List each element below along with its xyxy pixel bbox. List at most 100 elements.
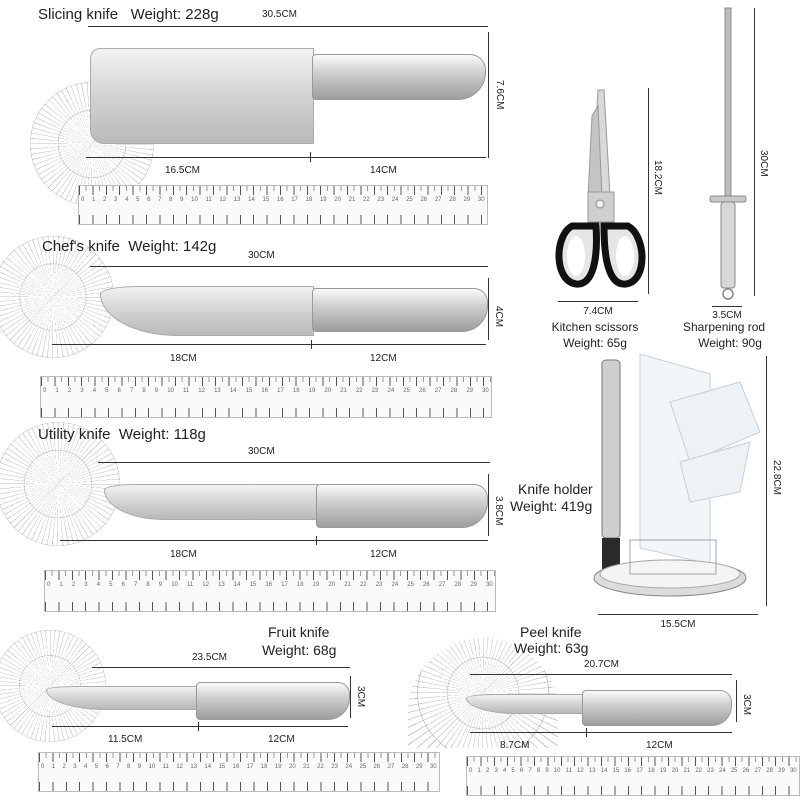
ruler-number: 17 xyxy=(277,388,284,394)
ruler-number: 6 xyxy=(121,582,125,588)
ruler-number: 6 xyxy=(519,768,524,774)
peel-knife-handle: 12CM xyxy=(646,740,673,751)
ruler-number: 27 xyxy=(434,388,442,394)
ruler-number: 22 xyxy=(355,388,363,394)
ruler-number: 11 xyxy=(182,388,190,394)
utility-knife-weight: Weight: 118g xyxy=(118,426,206,443)
ruler-number: 22 xyxy=(695,768,703,774)
slicing-knife-blade: 16.5CM xyxy=(165,165,201,176)
ruler-number: 1 xyxy=(92,197,96,203)
ruler-number: 29 xyxy=(415,764,423,770)
scissors-weight: Weight: 65g xyxy=(563,336,627,350)
utility-knife-handle-image xyxy=(316,484,488,528)
ruler-number: 28 xyxy=(401,764,409,770)
ruler-number: 4 xyxy=(125,197,129,203)
ruler-number: 9 xyxy=(137,764,142,770)
fruit-knife-length-line xyxy=(92,667,350,668)
scissors-height-line xyxy=(648,88,649,294)
ruler-number: 17 xyxy=(246,764,254,770)
ruler-number: 11 xyxy=(186,582,194,588)
ruler-number: 0 xyxy=(469,768,473,774)
ruler-number: 10 xyxy=(167,388,174,394)
slicing-knife-divider xyxy=(310,152,311,162)
holder-width: 15.5CM xyxy=(660,619,696,630)
ruler-number: 25 xyxy=(406,197,413,203)
chefs-knife-blade: 18CM xyxy=(170,353,197,364)
ruler-number: 18 xyxy=(296,582,304,588)
ruler-number: 21 xyxy=(683,768,691,774)
sharpening-rod-image xyxy=(709,7,747,300)
ruler-number: 20 xyxy=(324,388,332,394)
ruler-number: 16 xyxy=(265,582,273,588)
ruler-number: 28 xyxy=(454,582,462,588)
slicing-knife-handle: 14CM xyxy=(370,165,397,176)
chefs-knife-parts-line xyxy=(52,344,486,345)
ruler-number: 9 xyxy=(158,582,163,588)
fruit-knife-handle-image xyxy=(196,682,350,720)
fruit-knife-blade-image xyxy=(46,686,198,710)
ruler-number: 19 xyxy=(659,768,667,774)
ruler-number: 14 xyxy=(229,388,237,394)
ruler-number: 24 xyxy=(387,388,395,394)
ruler-number: 28 xyxy=(449,197,456,203)
utility-knife-height-line xyxy=(488,474,489,536)
ruler-number: 8 xyxy=(536,768,541,774)
fruit-knife-divider xyxy=(198,722,199,731)
ruler-number: 23 xyxy=(331,764,338,770)
chefs-knife-length-line xyxy=(90,266,488,267)
ruler-number: 5 xyxy=(94,764,99,770)
rod-weight: Weight: 90g xyxy=(698,336,762,350)
ruler-number: 8 xyxy=(127,764,131,770)
ruler-number: 9 xyxy=(545,768,549,774)
utility-knife-name: Utility knife xyxy=(38,426,111,443)
ruler-number: 20 xyxy=(288,764,296,770)
ruler-number: 7 xyxy=(116,764,120,770)
slicing-knife-height: 7.6CM xyxy=(494,80,505,110)
ruler-number: 7 xyxy=(129,388,134,394)
ruler-number: 8 xyxy=(146,582,150,588)
ruler-number: 30 xyxy=(482,388,489,394)
ruler-number: 20 xyxy=(334,197,341,203)
ruler-number: 6 xyxy=(147,197,151,203)
ruler-number: 9 xyxy=(180,197,184,203)
fruit-knife-height: 3CM xyxy=(355,686,366,708)
ruler-number: 4 xyxy=(96,582,101,588)
chefs-knife-blade-image xyxy=(100,286,314,336)
ruler-number: 30 xyxy=(477,197,485,203)
chefs-knife-height-line xyxy=(488,278,489,340)
knife-holder-image xyxy=(593,353,761,597)
protractor-image xyxy=(0,236,114,358)
rod-height: 30CM xyxy=(758,150,769,177)
peel-knife-blade: 8.7CM xyxy=(500,740,530,751)
ruler-number: 17 xyxy=(281,582,288,588)
peel-knife-divider xyxy=(586,728,587,737)
ruler-number: 5 xyxy=(136,197,140,203)
chefs-knife-divider xyxy=(311,340,312,349)
slicing-knife-length-line xyxy=(88,26,488,27)
ruler-number: 19 xyxy=(319,197,327,203)
ruler-number: 3 xyxy=(114,197,118,203)
utility-knife-parts-line xyxy=(60,540,488,541)
fruit-knife-handle: 12CM xyxy=(268,734,295,745)
ruler-number: 12 xyxy=(176,764,183,770)
ruler-number: 25 xyxy=(403,388,410,394)
ruler-number: 18 xyxy=(260,764,268,770)
ruler-number: 14 xyxy=(233,582,241,588)
ruler-number: 30 xyxy=(486,582,493,588)
ruler-number: 0 xyxy=(81,197,85,203)
ruler-number: 28 xyxy=(450,388,458,394)
utility-knife-blade-image xyxy=(104,484,318,520)
ruler-number: 18 xyxy=(292,388,300,394)
ruler-number: 3 xyxy=(80,388,84,394)
ruler-number: 15 xyxy=(218,764,226,770)
ruler-number: 29 xyxy=(463,197,471,203)
ruler-number: 27 xyxy=(434,197,442,203)
ruler-number: 11 xyxy=(565,768,572,774)
peel-knife-name: Peel knife xyxy=(520,624,582,640)
peel-knife-height-line xyxy=(736,680,737,722)
